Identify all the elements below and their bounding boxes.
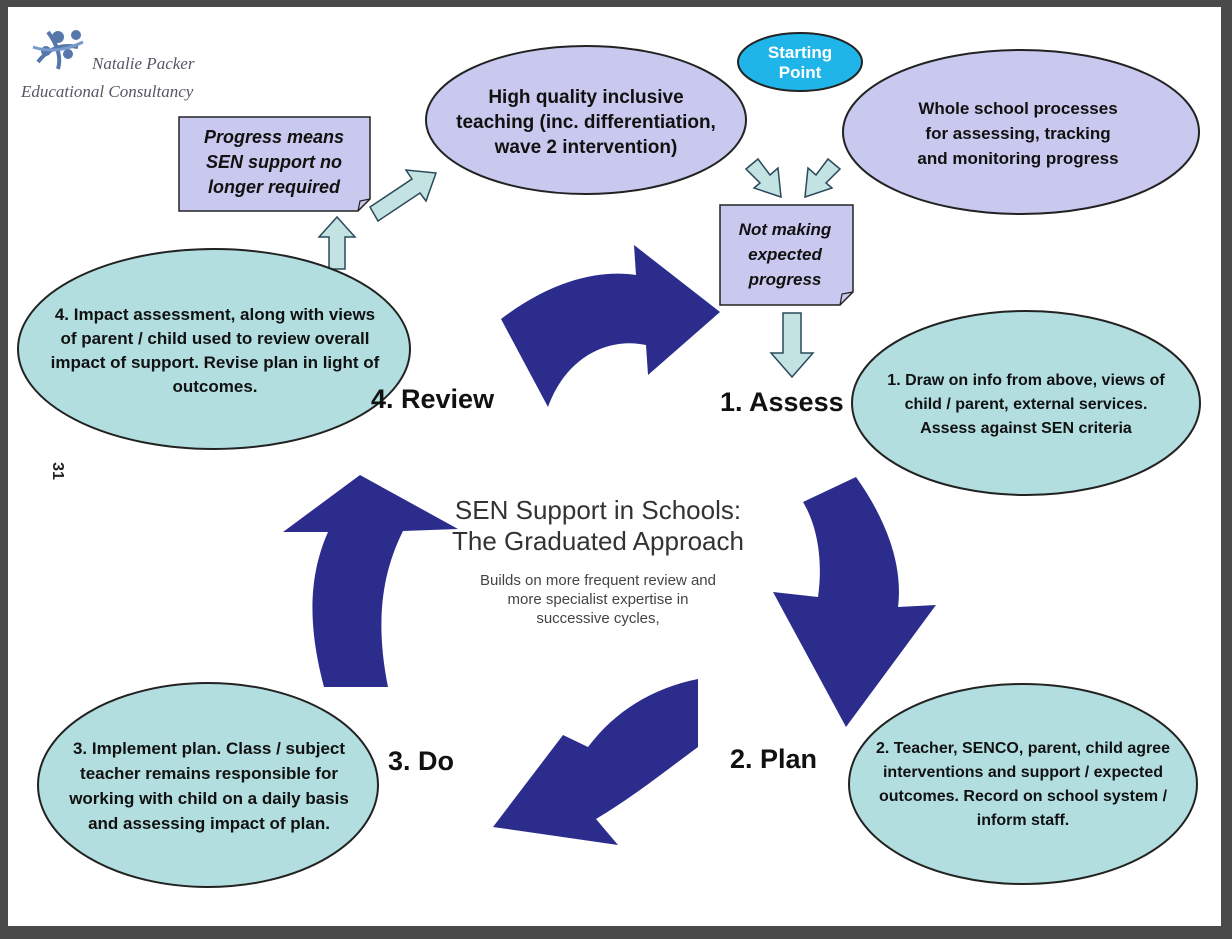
- center-title: SEN Support in Schools: The Graduated Ap…: [388, 495, 808, 557]
- do-label: 3. Do: [388, 746, 455, 776]
- plan-ellipse-shape: [848, 683, 1198, 885]
- not-making-note-text: Not making expected progress: [738, 219, 832, 289]
- notmaking-note-shape: [719, 204, 854, 306]
- starting-point-label: Starting Point: [767, 43, 833, 82]
- do-ellipse-shape: [37, 682, 379, 888]
- cycle-arrow-plan-to-do: [493, 679, 698, 845]
- starting-point-ellipse-shape: [737, 32, 863, 92]
- cycle-arrow-assess-to-plan: [773, 477, 936, 727]
- arrow-notmaking-to-assess: [769, 312, 815, 379]
- arrow-teaching-to-notmaking: [744, 157, 782, 199]
- cycle-arrow-do-to-review: [283, 475, 458, 687]
- review-label: 4. Review: [371, 384, 495, 414]
- progress-note-fold: [357, 198, 371, 212]
- page-number: 31: [48, 462, 66, 480]
- center-title-line1: SEN Support in Schools:: [454, 495, 742, 525]
- assess-ellipse-shape: [851, 310, 1201, 496]
- notmaking-note-fold: [839, 291, 854, 306]
- arrow-wholeschool-to-notmaking: [804, 157, 842, 199]
- logo-name: Natalie Packer: [92, 54, 195, 73]
- progress-note-shape: [178, 116, 371, 212]
- logo-subtitle: Educational Consultancy: [21, 82, 194, 101]
- slide: Natalie Packer Educational Consultancy 3…: [8, 7, 1221, 926]
- arrow-review-to-progress: [317, 215, 357, 270]
- assess-label: 1. Assess: [720, 387, 844, 417]
- whole-school-text: Whole school processes for assessing, tr…: [917, 98, 1119, 168]
- diagram-canvas: [17, 30, 1201, 888]
- center-title-line2: The Graduated Approach: [452, 526, 744, 556]
- plan-label: 2. Plan: [730, 744, 818, 774]
- progress-note-text: Progress means SEN support no longer req…: [203, 126, 345, 197]
- whole-school-ellipse-shape: [842, 49, 1200, 215]
- do-ellipse-text: 3. Implement plan. Class / subject teach…: [69, 739, 349, 833]
- review-ellipse-shape: [17, 248, 411, 450]
- center-subtitle: Builds on more frequent review and more …: [480, 572, 716, 627]
- plan-ellipse-text: 2. Teacher, SENCO, parent, child agree i…: [875, 740, 1171, 829]
- assess-ellipse-text: 1. Draw on info from above, views of chi…: [887, 372, 1165, 437]
- logo-icon: [32, 30, 84, 70]
- teaching-ellipse-shape: [425, 45, 747, 195]
- teaching-ellipse-text: High quality inclusive teaching (inc. di…: [456, 86, 716, 158]
- review-ellipse-text: 4. Impact assessment, along with views o…: [50, 305, 380, 396]
- arrow-progress-to-teaching: [369, 169, 438, 223]
- cycle-arrow-review-to-assess: [501, 245, 720, 407]
